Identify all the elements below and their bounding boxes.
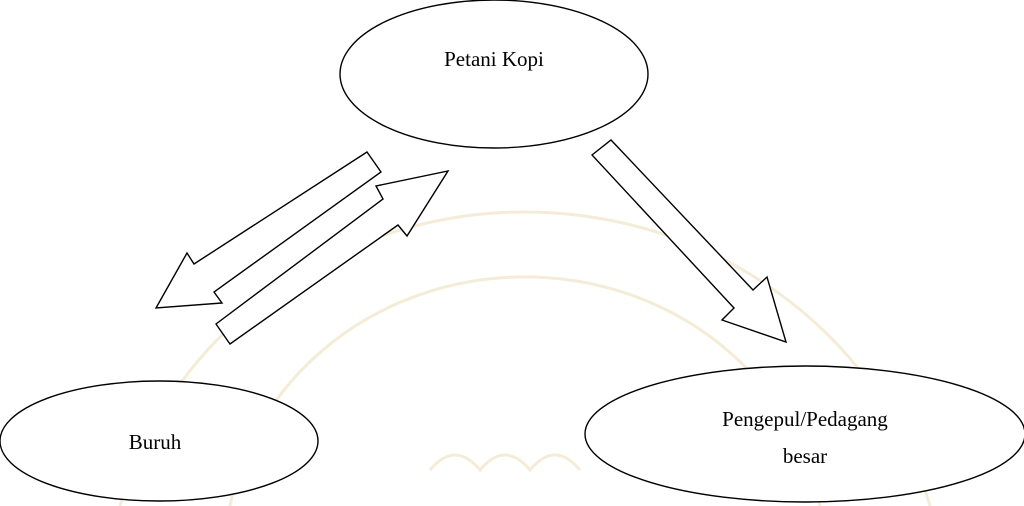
- node-label: Buruh: [129, 430, 182, 454]
- node-label-line2: besar: [783, 444, 827, 468]
- node-petani-kopi: Petani Kopi: [339, 0, 649, 149]
- arrow-buruh-to-petani: [215, 169, 450, 345]
- node-shape: [0, 380, 319, 502]
- node-pengepul-pedagang-besar: Pengepul/Pedagang besar: [584, 365, 1024, 503]
- arrow-petani-to-buruh: [154, 151, 382, 309]
- node-label-line1: Pengepul/Pedagang: [722, 407, 888, 431]
- node-shape: [339, 0, 649, 149]
- node-shape: [584, 365, 1024, 503]
- node-label: Petani Kopi: [444, 47, 544, 71]
- node-buruh: Buruh: [0, 380, 319, 502]
- arrow-petani-to-pengepul: [590, 139, 788, 344]
